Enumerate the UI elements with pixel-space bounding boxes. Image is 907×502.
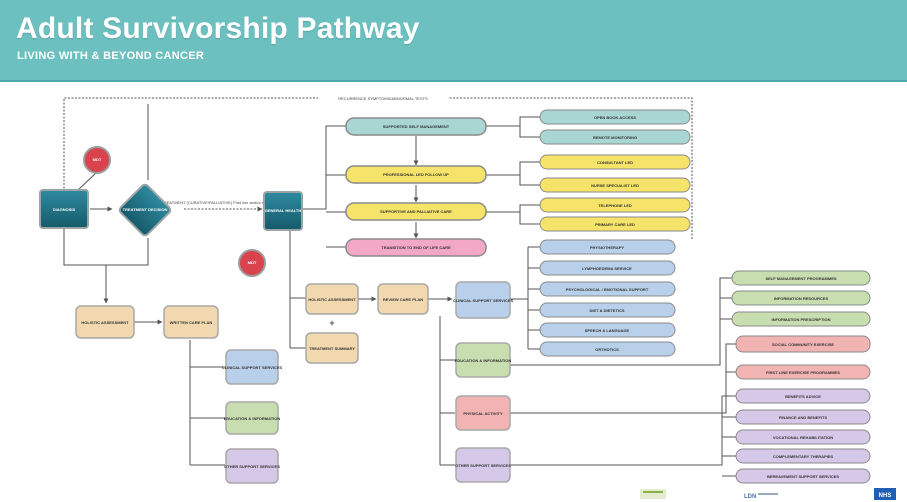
footer-partner-logo: LDN — [744, 493, 778, 500]
svg-text:PRIMARY CARE LED: PRIMARY CARE LED — [595, 222, 635, 227]
other-support-left-node: OTHER SUPPORT SERVICES — [224, 448, 280, 484]
activity-service-item: SOCIAL COMMUNITY EXERCISE — [735, 335, 871, 353]
svg-text:SPEECH & LANGUAGE: SPEECH & LANGUAGE — [585, 328, 630, 333]
svg-text:REMOTE MONITORING: REMOTE MONITORING — [593, 135, 637, 140]
education-mid-node: EDUCATION & INFORMATION — [455, 342, 512, 378]
svg-text:REVIEW CARE PLAN: REVIEW CARE PLAN — [383, 297, 423, 302]
clinical-service-item: LYMPHOEDEMA SERVICE — [539, 260, 676, 276]
mdt-top-node: MDT — [83, 146, 111, 174]
svg-text:BEREAVEMENT SUPPORT SERVICES: BEREAVEMENT SUPPORT SERVICES — [767, 474, 839, 479]
svg-text:EDUCATION & INFORMATION: EDUCATION & INFORMATION — [224, 416, 281, 421]
plus-sign: + — [329, 318, 334, 328]
svg-text:EDUCATION & INFORMATION: EDUCATION & INFORMATION — [455, 358, 512, 363]
svg-text:CLINICAL SUPPORT SERVICES: CLINICAL SUPPORT SERVICES — [453, 298, 514, 303]
diagnosis-node: DIAGNOSIS — [39, 189, 89, 229]
svg-text:WRITTEN CARE PLAN: WRITTEN CARE PLAN — [170, 320, 213, 325]
clinical-service-item: DIET & DIETETICS — [539, 302, 676, 318]
svg-text:SELF MANAGEMENT PROGRAMMES: SELF MANAGEMENT PROGRAMMES — [765, 276, 836, 281]
clinical-service-item: PSYCHOLOGICAL / EMOTIONAL SUPPORT — [539, 281, 676, 297]
svg-text:INFORMATION RESOURCES: INFORMATION RESOURCES — [774, 296, 829, 301]
svg-text:PSYCHOLOGICAL / EMOTIONAL SUPP: PSYCHOLOGICAL / EMOTIONAL SUPPORT — [566, 287, 649, 292]
activity-service-item: FIRST LINE EXERCISE PROGRAMMES — [735, 364, 871, 380]
svg-text:TREATMENT DECISION: TREATMENT DECISION — [123, 207, 168, 212]
clinical-support-mid-node: CLINICAL SUPPORT SERVICES — [453, 281, 514, 319]
other-service-item: BENEFITS ADVICE — [735, 388, 871, 404]
professional-follow-up-node: PROFESSIONAL LED FOLLOW UP — [345, 165, 487, 184]
page-subtitle: LIVING WITH & BEYOND CANCER — [17, 50, 205, 62]
recurrence-label: RECURRENCE SYMPTOMS/ABNORMAL TESTS — [338, 96, 428, 101]
holistic-assessment-left-node: HOLISTIC ASSESSMENT — [75, 305, 135, 339]
svg-text:OTHER SUPPORT SERVICES: OTHER SUPPORT SERVICES — [224, 464, 280, 469]
svg-text:HOLISTIC ASSESSMENT: HOLISTIC ASSESSMENT — [81, 320, 129, 325]
end-of-life-node: TRANSITION TO END OF LIFE CARE — [345, 238, 487, 257]
svg-text:CLINICAL SUPPORT SERVICES: CLINICAL SUPPORT SERVICES — [222, 365, 283, 370]
svg-text:DIAGNOSIS: DIAGNOSIS — [53, 207, 76, 212]
svg-text:CONSULTANT LED: CONSULTANT LED — [597, 160, 633, 165]
other-service-item: VOCATIONAL REHABILITATION — [735, 429, 871, 445]
nhs-logo: NHS — [874, 488, 896, 500]
svg-text:PHYSIOTHERAPY: PHYSIOTHERAPY — [590, 245, 625, 250]
svg-text:SOCIAL COMMUNITY EXERCISE: SOCIAL COMMUNITY EXERCISE — [772, 342, 834, 347]
svg-text:MDT: MDT — [93, 157, 102, 162]
page-title: Adult Survivorship Pathway — [16, 12, 420, 45]
treatment-summary-node: TREATMENT SUMMARY — [305, 332, 359, 364]
pathway-diagram: RECURRENCE SYMPTOMS/ABNORMAL TESTS TREAT… — [39, 94, 896, 500]
right-yellow-item: NURSE SPECIALIST LED — [539, 177, 691, 193]
right-yellow-item: TELEPHONE LED — [539, 197, 691, 213]
svg-text:MDT: MDT — [248, 260, 257, 265]
other-service-item: COMPLEMENTARY THERAPIES — [735, 448, 871, 464]
education-service-item: INFORMATION RESOURCES — [731, 290, 871, 306]
general-health-node: GENERAL HEALTH — [263, 191, 303, 231]
right-yellow-item: CONSULTANT LED — [539, 154, 691, 170]
clinical-service-item: PHYSIOTHERAPY — [539, 239, 676, 255]
svg-text:INFORMATION PRESCRIPTION: INFORMATION PRESCRIPTION — [771, 317, 830, 322]
right-top-item: OPEN BOOK ACCESS — [539, 109, 691, 125]
supportive-palliative-node: SUPPORTIVE AND PALLIATIVE CARE — [345, 202, 487, 221]
svg-text:VOCATIONAL REHABILITATION: VOCATIONAL REHABILITATION — [773, 435, 833, 440]
svg-text:TRANSITION TO END OF LIFE CARE: TRANSITION TO END OF LIFE CARE — [381, 245, 451, 250]
written-care-plan-node: WRITTEN CARE PLAN — [163, 305, 219, 339]
svg-text:OTHER SUPPORT SERVICES: OTHER SUPPORT SERVICES — [455, 463, 511, 468]
supported-self-management-node: SUPPORTED SELF MANAGEMENT — [345, 117, 487, 136]
svg-text:NHS: NHS — [879, 493, 892, 499]
svg-text:TELEPHONE LED: TELEPHONE LED — [598, 203, 632, 208]
right-top-item: REMOTE MONITORING — [539, 129, 691, 145]
svg-text:LYMPHOEDEMA SERVICE: LYMPHOEDEMA SERVICE — [582, 266, 632, 271]
svg-text:NURSE SPECIALIST LED: NURSE SPECIALIST LED — [591, 183, 639, 188]
svg-text:BENEFITS ADVICE: BENEFITS ADVICE — [785, 394, 821, 399]
clinical-support-left-node: CLINICAL SUPPORT SERVICES — [222, 349, 283, 385]
svg-text:COMPLEMENTARY THERAPIES: COMPLEMENTARY THERAPIES — [773, 454, 834, 459]
education-left-node: EDUCATION & INFORMATION — [224, 401, 281, 435]
other-service-item: BEREAVEMENT SUPPORT SERVICES — [735, 468, 871, 484]
svg-text:HOLISTIC ASSESSMENT: HOLISTIC ASSESSMENT — [308, 297, 356, 302]
page-header: Adult Survivorship Pathway LIVING WITH &… — [0, 0, 907, 82]
holistic-assessment-mid-node: HOLISTIC ASSESSMENT — [305, 283, 359, 315]
other-service-item: FINANCE AND BENEFITS — [735, 409, 871, 425]
svg-text:LDN: LDN — [744, 494, 756, 500]
svg-text:TREATMENT SUMMARY: TREATMENT SUMMARY — [309, 346, 355, 351]
svg-text:FIRST LINE EXERCISE PROGRAMMES: FIRST LINE EXERCISE PROGRAMMES — [766, 370, 840, 375]
svg-text:PHYSICAL ACTIVITY: PHYSICAL ACTIVITY — [463, 411, 503, 416]
review-care-plan-node: REVIEW CARE PLAN — [377, 283, 429, 315]
right-yellow-item: PRIMARY CARE LED — [539, 216, 691, 232]
other-support-mid-node: OTHER SUPPORT SERVICES — [455, 447, 511, 483]
svg-text:SUPPORTIVE AND PALLIATIVE CARE: SUPPORTIVE AND PALLIATIVE CARE — [380, 209, 452, 214]
clinical-service-item: ORTHOTICS — [539, 341, 676, 357]
footer-partner-logo-left — [640, 489, 666, 499]
svg-text:OPEN BOOK ACCESS: OPEN BOOK ACCESS — [594, 115, 636, 120]
svg-text:ORTHOTICS: ORTHOTICS — [595, 347, 619, 352]
svg-text:DIET & DIETETICS: DIET & DIETETICS — [589, 308, 624, 313]
svg-text:FINANCE AND BENEFITS: FINANCE AND BENEFITS — [779, 415, 828, 420]
treatment-decision-node: TREATMENT DECISION — [118, 183, 172, 237]
svg-text:PROFESSIONAL LED FOLLOW UP: PROFESSIONAL LED FOLLOW UP — [383, 172, 449, 177]
svg-text:SUPPORTED SELF MANAGEMENT: SUPPORTED SELF MANAGEMENT — [383, 124, 450, 129]
mdt-bottom-node: MDT — [238, 249, 266, 277]
svg-text:GENERAL HEALTH: GENERAL HEALTH — [265, 208, 302, 213]
education-service-item: INFORMATION PRESCRIPTION — [731, 311, 871, 327]
education-service-item: SELF MANAGEMENT PROGRAMMES — [731, 270, 871, 286]
treatment-note: TREATMENT (CURATIVE/PALLIATIVE) First li… — [161, 200, 283, 205]
clinical-service-item: SPEECH & LANGUAGE — [539, 322, 676, 338]
physical-activity-node: PHYSICAL ACTIVITY — [455, 395, 511, 431]
